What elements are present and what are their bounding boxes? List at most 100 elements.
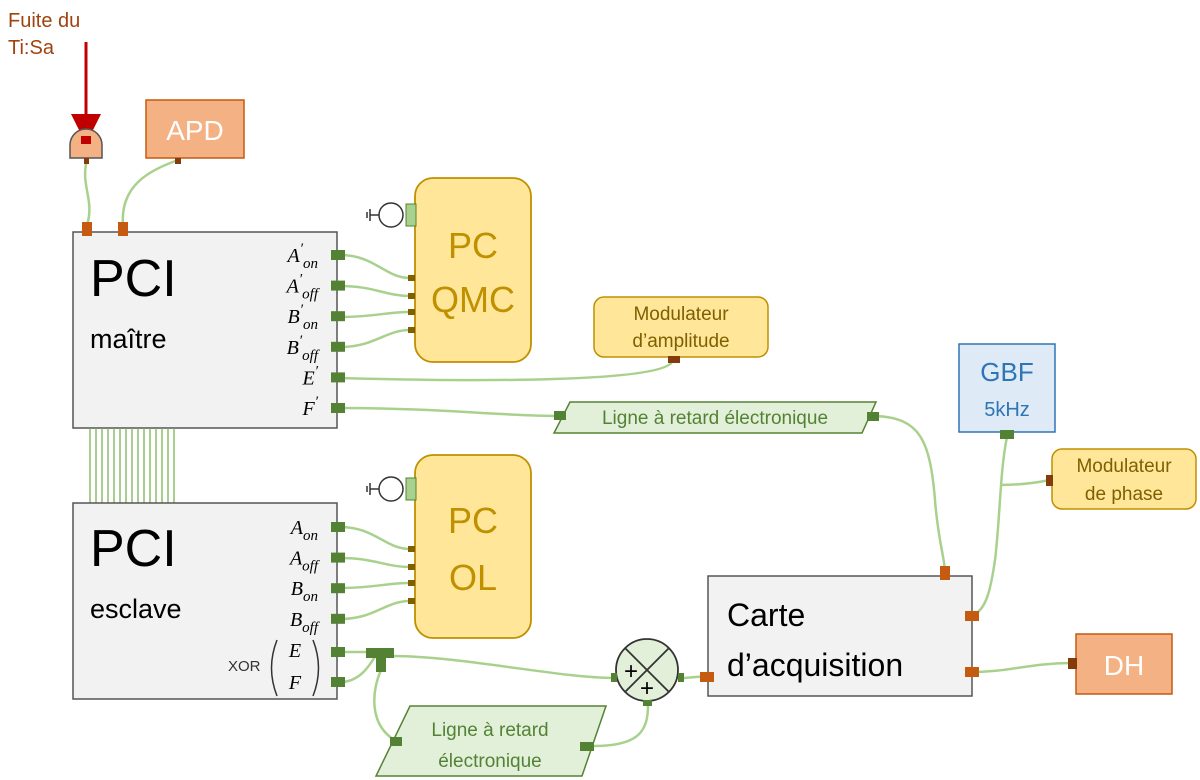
ribbon-cable — [89, 428, 175, 503]
wire-delay-mixer — [593, 704, 650, 748]
acquisition-card-box[interactable] — [707, 575, 973, 697]
port-label-base: A — [286, 245, 301, 267]
port-label-prime: ′ — [315, 394, 319, 410]
port-label-prime: ′ — [300, 241, 304, 257]
xor-label: XOR — [228, 658, 261, 675]
pci-slave-subtitle: esclave — [90, 594, 182, 624]
delay-line-bottom-line1: Ligne à retard — [431, 720, 548, 741]
apd-label: APD — [166, 115, 224, 146]
xor-left-paren — [270, 639, 278, 697]
ground-plug-icon — [366, 476, 417, 502]
port-label: A′off — [285, 272, 320, 303]
port-connector — [331, 522, 345, 532]
pc-ol-box[interactable] — [414, 454, 532, 639]
port-label-subscript: off — [302, 348, 320, 364]
port-connector — [331, 583, 345, 594]
port-connector — [331, 372, 345, 383]
wire-gbf-acq — [971, 436, 1009, 618]
port-label-prime: ′ — [299, 272, 303, 288]
pc-qmc-box[interactable] — [414, 177, 532, 363]
port-connector — [331, 250, 345, 260]
delay-line-top-label: Ligne à retard électronique — [602, 408, 828, 429]
amplitude-modulator-line1: Modulateur — [633, 304, 729, 325]
pc-qmc-line1: PC — [448, 225, 498, 266]
xor-e-label: E — [288, 640, 301, 662]
port-label-base: A — [285, 276, 300, 298]
port-label-base: E — [302, 367, 315, 389]
mixer-sign-bottom: + — [640, 675, 654, 702]
port-label-base: B — [287, 337, 299, 359]
source-label-line1: Fuite du — [8, 10, 80, 32]
source-label-line2: Ti:Sa — [8, 37, 55, 59]
port-label-base: A — [289, 517, 304, 539]
port-label-subscript: on — [303, 256, 318, 272]
port-label: Aon — [289, 517, 318, 544]
port-label: E′ — [302, 363, 319, 389]
pci-master-box[interactable] — [72, 231, 338, 429]
pc-ol-line2: OL — [449, 557, 497, 598]
port-label-base: B — [290, 609, 302, 631]
port-label-base: B — [288, 306, 300, 328]
port-label: B′off — [287, 333, 320, 364]
xor-f-port — [331, 677, 345, 687]
photodiode-window-icon — [81, 136, 91, 144]
wire-delay-acq — [875, 414, 947, 573]
port-label: Bon — [291, 578, 318, 605]
port-label-subscript: on — [303, 317, 318, 333]
port-connector — [331, 341, 345, 352]
wire-acq-dh — [971, 661, 1073, 674]
pci-master-title: PCI — [90, 250, 177, 308]
amplitude-modulator-box[interactable] — [593, 296, 769, 358]
delay-line-bottom-line2: électronique — [438, 751, 542, 772]
port-connector — [331, 613, 345, 624]
pci-master-input-port — [82, 222, 92, 236]
pci-slave-title: PCI — [90, 520, 177, 578]
gbf-line1: GBF — [980, 357, 1033, 387]
port-connector — [331, 311, 345, 322]
port-label-prime: ′ — [300, 302, 304, 318]
port-label: A′on — [286, 241, 319, 272]
port-label: F′ — [302, 394, 319, 420]
xor-right-paren — [312, 639, 320, 697]
xor-f-label: F — [288, 672, 302, 694]
port-label-prime: ′ — [315, 363, 319, 379]
pci-master-subtitle: maître — [90, 324, 167, 354]
port-label: Boff — [290, 609, 320, 636]
wire-t-mixer — [391, 654, 615, 680]
port-connector — [331, 403, 345, 413]
wire-e-amp — [339, 361, 674, 382]
port-label-subscript: on — [303, 589, 318, 605]
wire-apd-pci — [121, 158, 179, 226]
pc-ol-line1: PC — [448, 500, 498, 541]
dh-box[interactable] — [1075, 633, 1173, 695]
wire-gbf-phase — [999, 478, 1051, 487]
port-connector — [331, 280, 345, 291]
acquisition-card-line2: d’acquisition — [727, 647, 903, 683]
wire-f-delay — [339, 406, 561, 418]
ground-plug-icon — [366, 202, 417, 228]
port-label-prime: ′ — [299, 333, 303, 349]
port-connector — [331, 552, 345, 563]
port-label-base: F — [302, 398, 316, 420]
wire-source-pci — [83, 159, 91, 226]
xor-e-port — [331, 647, 345, 657]
port-label-subscript: off — [302, 287, 320, 303]
pci-master-input-port — [118, 222, 128, 236]
delay-line-top-box[interactable] — [552, 401, 878, 434]
dh-label: DH — [1104, 650, 1144, 681]
pc-qmc-line2: QMC — [431, 279, 515, 320]
pci-slave-box[interactable] — [72, 502, 338, 700]
phase-modulator-line1: Modulateur — [1076, 456, 1172, 477]
apd-box[interactable] — [145, 99, 245, 159]
amplitude-modulator-line2: d’amplitude — [632, 331, 729, 352]
port-label-subscript: on — [303, 528, 318, 544]
mixer-sign-left: + — [624, 658, 638, 685]
port-label: B′on — [288, 302, 319, 333]
gbf-line2: 5kHz — [984, 399, 1030, 421]
port-label-base: A — [288, 548, 303, 570]
delay-line-bottom-box[interactable] — [374, 705, 608, 777]
acquisition-card-line1: Carte — [727, 597, 805, 633]
port-label-subscript: off — [302, 620, 320, 636]
